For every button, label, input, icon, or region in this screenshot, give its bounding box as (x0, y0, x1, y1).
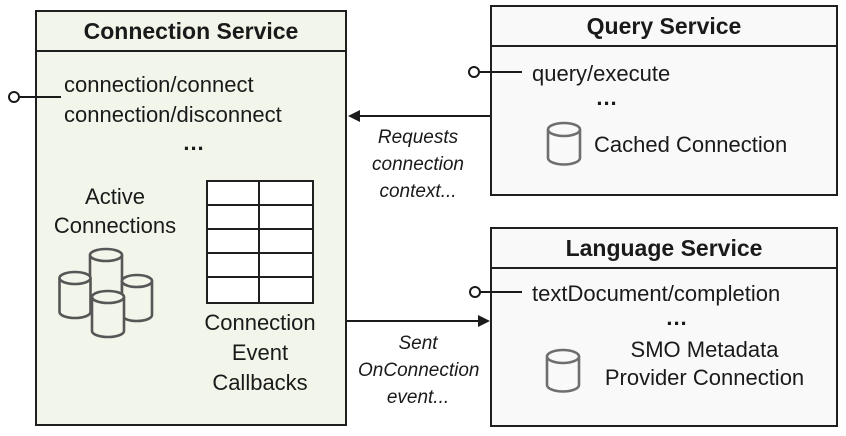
connection-service-title: Connection Service (37, 12, 345, 52)
cached-connection-label: Cached Connection (594, 132, 788, 157)
language-method-completion: textDocument/completion (532, 281, 781, 306)
database-cluster-icon (58, 247, 154, 339)
active-connections-label: Active Connections (53, 184, 177, 238)
query-service-box: Query Service query/execute ... Cached C… (490, 5, 838, 196)
smo-provider-label: SMO Metadata Provider Connection (604, 337, 805, 390)
language-methods-ellipsis: ... (666, 305, 688, 330)
requests-connection-context-label: Requests connection context... (372, 127, 464, 202)
language-lollipop-line (480, 291, 522, 293)
callback-table-icon (206, 180, 314, 304)
connection-method-connect: connection/connect (64, 72, 254, 97)
requests-arrow-line (358, 115, 490, 117)
connection-methods-ellipsis: ... (183, 130, 205, 155)
smo-provider-database-icon (545, 348, 581, 393)
query-provided-interface-icon (468, 66, 480, 78)
query-lollipop-line (479, 71, 522, 73)
query-method-execute: query/execute (532, 61, 671, 86)
cached-connection-database-icon (546, 121, 582, 166)
sent-onconnection-event-label: Sent OnConnection event... (358, 333, 480, 408)
requests-arrow-head-icon (348, 110, 360, 122)
connection-lollipop-line (19, 96, 61, 98)
language-provided-interface-icon (469, 286, 481, 298)
connection-service-box: Connection Service connection/connect co… (35, 10, 347, 426)
query-service-title: Query Service (492, 7, 836, 47)
connection-event-callbacks-label: Connection Event Callbacks (204, 310, 316, 395)
connection-method-disconnect: connection/disconnect (64, 102, 282, 127)
language-service-title: Language Service (492, 229, 836, 269)
sent-arrow-head-icon (478, 315, 490, 327)
language-service-box: Language Service textDocument/completion… (490, 227, 838, 427)
sent-arrow-line (347, 320, 479, 322)
query-methods-ellipsis: ... (596, 85, 618, 110)
connection-provided-interface-icon (8, 91, 20, 103)
